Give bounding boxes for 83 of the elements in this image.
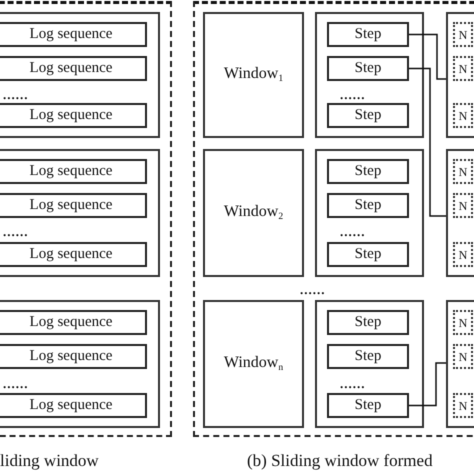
window-box xyxy=(203,149,304,277)
box-label: Window$_{n}$ xyxy=(224,355,284,373)
box-label: Step xyxy=(354,198,382,213)
sequence-box xyxy=(327,103,409,128)
box-label: N xyxy=(458,248,468,260)
box-label: N xyxy=(458,400,468,412)
ellipsis-dots: ...... xyxy=(340,225,366,238)
box-label: Log sequence xyxy=(30,164,112,179)
sequence-box xyxy=(0,103,147,128)
box-label: Window$_{2}$ xyxy=(224,204,284,222)
group-box xyxy=(0,149,160,277)
sequence-box xyxy=(0,344,147,369)
ellipsis-dots: ...... xyxy=(300,283,326,296)
box-label: Step xyxy=(354,315,382,330)
window-box xyxy=(203,12,304,138)
box-label: N xyxy=(458,350,468,362)
connector-line xyxy=(409,68,446,217)
box-label: N xyxy=(458,28,468,40)
box-label: Log sequence xyxy=(30,315,112,330)
dotted-box xyxy=(453,56,473,81)
sequence-box xyxy=(327,159,409,184)
sequence-box xyxy=(0,56,147,81)
box-label: N xyxy=(458,200,468,212)
box-label: N xyxy=(458,62,468,74)
box-label: N xyxy=(458,316,468,328)
sequence-box xyxy=(0,393,147,418)
box-label: Step xyxy=(354,61,382,76)
box-label: Step xyxy=(354,27,382,42)
caption-text: (b) Sliding window formed xyxy=(247,452,433,469)
group-box xyxy=(446,300,474,428)
ellipsis-dots: ...... xyxy=(340,377,366,390)
dotted-box xyxy=(453,22,473,47)
sequence-box xyxy=(327,344,409,369)
dotted-box xyxy=(453,159,473,184)
sequence-box xyxy=(327,393,409,418)
sequence-box xyxy=(327,56,409,81)
group-box xyxy=(315,300,424,428)
box-label: Log sequence xyxy=(30,349,112,364)
sequence-box xyxy=(327,310,409,335)
sequence-box xyxy=(0,310,147,335)
sequence-box xyxy=(0,159,147,184)
box-label: Log sequence xyxy=(30,27,112,42)
box-label: Step xyxy=(354,398,382,413)
dashed-panel xyxy=(0,1,172,437)
box-label: Log sequence xyxy=(30,198,112,213)
sequence-box xyxy=(0,22,147,47)
connector-line xyxy=(409,34,446,80)
sequence-box xyxy=(327,242,409,267)
box-label: Step xyxy=(354,108,382,123)
dotted-box xyxy=(453,393,473,418)
box-label: Step xyxy=(354,164,382,179)
ellipsis-dots: ...... xyxy=(3,377,28,390)
caption-text: liding window xyxy=(0,452,99,469)
box-label: Log sequence xyxy=(30,61,112,76)
connector-line xyxy=(409,362,446,406)
group-box xyxy=(446,12,474,138)
group-box xyxy=(0,12,160,138)
dotted-box xyxy=(453,310,473,335)
window-box xyxy=(203,300,304,428)
box-label: Log sequence xyxy=(30,398,112,413)
box-label: Window$_{1}$ xyxy=(224,66,284,84)
ellipsis-dots: ...... xyxy=(3,88,28,101)
box-label: Step xyxy=(354,247,382,262)
box-label: Log sequence xyxy=(30,247,112,262)
sequence-box xyxy=(0,193,147,218)
sequence-box xyxy=(327,22,409,47)
group-box xyxy=(315,149,424,277)
group-box xyxy=(446,149,474,277)
dashed-panel xyxy=(193,1,474,437)
group-box xyxy=(315,12,424,138)
sequence-box xyxy=(327,193,409,218)
dotted-box xyxy=(453,193,473,218)
ellipsis-dots: ...... xyxy=(3,225,28,238)
dotted-box xyxy=(453,103,473,128)
box-label: N xyxy=(458,110,468,122)
box-label: Log sequence xyxy=(30,108,112,123)
dotted-box xyxy=(453,242,473,267)
sequence-box xyxy=(0,242,147,267)
dotted-box xyxy=(453,344,473,369)
box-label: Step xyxy=(354,349,382,364)
box-label: N xyxy=(458,166,468,178)
ellipsis-dots: ...... xyxy=(340,88,366,101)
group-box xyxy=(0,300,160,428)
